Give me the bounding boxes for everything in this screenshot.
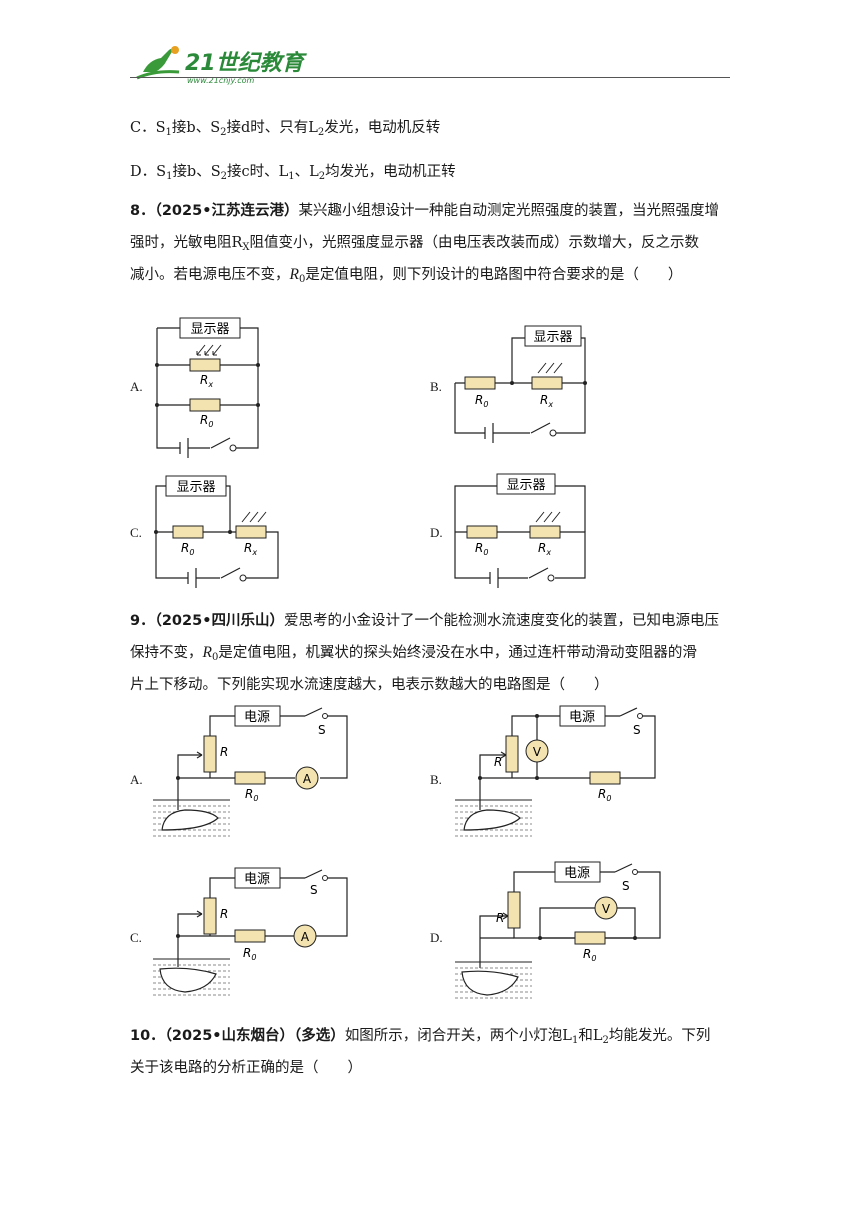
q8-line-3: 减小。若电源电压不变，R0是定值电阻，则下列设计的电路图中符合要求的是（ ） — [130, 266, 683, 285]
q8-line-2: 强时，光敏电阻RX阻值变小，光照强度显示器（由电压表改装而成）示数增大，反之示数 — [130, 235, 700, 253]
svg-text:电源: 电源 — [244, 710, 270, 725]
water-probe-icon — [153, 799, 230, 837]
q9-circuit-d: 电源 S R V R0 — [455, 861, 661, 999]
q10-line-1: 10．（2025•山东烟台）（多选）如图所示，闭合开关，两个小灯泡L1和L2均能… — [130, 1028, 711, 1046]
svg-text:A: A — [301, 930, 310, 944]
q8-circuit-d: 显示器 R0 Rx — [454, 473, 586, 588]
svg-text:Rx: Rx — [540, 393, 553, 409]
svg-text:R0: R0 — [583, 947, 596, 963]
q10-line-2: 关于该电路的分析正确的是（ ） — [130, 1060, 362, 1076]
q9-option-a-label[interactable]: A. — [130, 772, 143, 787]
svg-text:R: R — [220, 745, 228, 759]
q9-line-2: 保持不变，R0是定值电阻，机翼状的探头始终浸没在水中，通过连杆带动滑动变阻器的滑 — [130, 644, 697, 663]
svg-text:R0: R0 — [245, 787, 258, 803]
svg-text:S: S — [633, 723, 641, 737]
svg-text:显示器: 显示器 — [506, 478, 545, 493]
q9-circuit-a: 电源 S R R0 A — [153, 705, 348, 837]
svg-text:S: S — [310, 883, 318, 897]
q9-circuit-b: 电源 S R V R0 — [455, 705, 656, 837]
q9-option-b-label[interactable]: B. — [430, 772, 442, 787]
option-d-prev: D．S1接b、S2接c时、L1、L2均发光，电动机正转 — [130, 164, 456, 182]
svg-text:R0: R0 — [181, 541, 194, 557]
svg-text:R: R — [220, 907, 228, 921]
svg-text:R0: R0 — [200, 413, 213, 429]
svg-text:R: R — [496, 911, 504, 925]
q8-circuit-a: 显示器 Rx R0 — [155, 317, 260, 458]
svg-text:R0: R0 — [243, 946, 256, 962]
svg-text:R0: R0 — [475, 541, 488, 557]
q8-option-d-label[interactable]: D. — [430, 525, 443, 540]
q8-line-1: 8．（2025•江苏连云港）某兴趣小组想设计一种能自动测定光照强度的装置，当光照… — [130, 203, 719, 219]
header-rule — [130, 77, 730, 78]
q8-option-b-label[interactable]: B. — [430, 379, 442, 394]
svg-text:S: S — [318, 723, 326, 737]
svg-text:A: A — [303, 772, 312, 786]
svg-text:V: V — [533, 745, 542, 759]
q8-circuit-c: 显示器 R0 Rx — [154, 475, 279, 588]
q8-circuit-b: 显示器 R0 Rx — [454, 325, 587, 443]
option-c-prev: C．S1接b、S2接d时、只有L2发光，电动机反转 — [130, 120, 441, 138]
q9-option-c-label[interactable]: C. — [130, 930, 142, 945]
q9-circuit-c: 电源 S R R0 A — [153, 867, 348, 996]
svg-text:显示器: 显示器 — [533, 330, 572, 345]
svg-text:R0: R0 — [598, 787, 611, 803]
svg-text:V: V — [602, 902, 611, 916]
q8-option-c-label[interactable]: C. — [130, 525, 142, 540]
logo: 21世纪教育 www.21cnjy.com — [136, 46, 308, 85]
svg-text:显示器: 显示器 — [176, 480, 215, 495]
q8-option-a-label[interactable]: A. — [130, 379, 143, 394]
svg-text:S: S — [622, 879, 630, 893]
svg-text:Rx: Rx — [538, 541, 551, 557]
logo-url: www.21cnjy.com — [187, 76, 254, 85]
svg-text:电源: 电源 — [564, 866, 590, 881]
svg-text:Rx: Rx — [200, 373, 213, 389]
svg-text:电源: 电源 — [244, 872, 270, 887]
svg-text:电源: 电源 — [569, 710, 595, 725]
runner-icon — [136, 46, 180, 80]
svg-text:Rx: Rx — [244, 541, 257, 557]
svg-text:显示器: 显示器 — [190, 322, 229, 337]
q9-option-d-label[interactable]: D. — [430, 930, 443, 945]
svg-text:R0: R0 — [475, 393, 488, 409]
q9-line-1: 9．（2025•四川乐山）爱思考的小金设计了一个能检测水流速度变化的装置，已知电… — [130, 613, 719, 629]
q9-line-3: 片上下移动。下列能实现水流速度越大，电表示数越大的电路图是（ ） — [130, 677, 609, 693]
svg-text:R: R — [494, 755, 502, 769]
logo-text: 21世纪教育 — [185, 50, 308, 76]
light-arrows-icon — [196, 344, 222, 356]
